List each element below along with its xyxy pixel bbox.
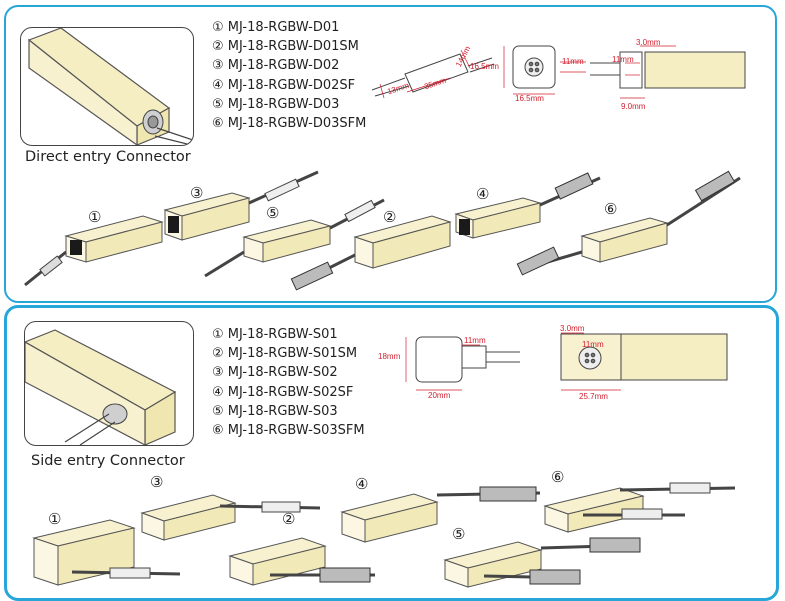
product-number: ① [48, 510, 62, 528]
model-item: ④ MJ-18-RGBW-S02SF [212, 384, 354, 400]
dim-end-width: 25.7mm [579, 392, 608, 401]
model-item: ④ MJ-18-RGBW-D02SF [212, 77, 356, 93]
product-number: ① [88, 208, 102, 226]
product-number: ⑥ [551, 468, 565, 486]
side-entry-caption: Side entry Connector [31, 453, 185, 469]
dim-front-width: 16.5mm [515, 94, 544, 103]
dim-side-top: 3.0mm [636, 38, 661, 47]
direct-model-list: ① MJ-18-RGBW-D01 ② MJ-18-RGBW-D01SM ③ MJ… [212, 18, 366, 133]
product-number: ③ [190, 184, 204, 202]
side-entry-strip-drawing [25, 329, 177, 445]
dim-front-cable: 11mm [562, 57, 584, 66]
model-item: ⑤ MJ-18-RGBW-S03 [212, 403, 338, 419]
dim-front-height: 16.5mm [470, 62, 499, 71]
product-number: ⑤ [452, 525, 466, 543]
model-item: ③ MJ-18-RGBW-D02 [212, 58, 340, 74]
model-item: ⑤ MJ-18-RGBW-D03 [212, 96, 340, 112]
product-number: ⑥ [604, 200, 618, 218]
product-number: ④ [355, 475, 369, 493]
direct-entry-caption: Direct entry Connector [25, 149, 191, 165]
dim-side-height: 18mm [378, 352, 401, 361]
dim-end-height: 11mm [582, 340, 604, 349]
product-number: ③ [150, 473, 164, 491]
direct-entry-illustration [20, 27, 194, 146]
model-item: ③ MJ-18-RGBW-S02 [212, 365, 338, 381]
direct-entry-strip-drawing [27, 28, 193, 145]
model-item: ⑥ MJ-18-RGBW-D03SFM [212, 116, 367, 132]
dim-side-width: 20mm [428, 391, 451, 400]
product-number: ② [383, 208, 397, 226]
model-item: ① MJ-18-RGBW-S01 [212, 327, 338, 342]
product-number: ⑤ [266, 204, 280, 222]
dim-side-height: 11mm [612, 55, 634, 64]
model-item: ⑥ MJ-18-RGBW-S03SFM [212, 423, 365, 439]
dim-side-bottom: 9.0mm [621, 102, 646, 111]
dim-side-cable: 11mm [464, 336, 486, 345]
dim-end-top: 3.0mm [560, 324, 585, 333]
product-number: ② [282, 510, 296, 528]
side-entry-illustration [24, 321, 194, 446]
model-item: ② MJ-18-RGBW-S01SM [212, 346, 358, 362]
model-item: ② MJ-18-RGBW-D01SM [212, 39, 359, 55]
product-number: ④ [476, 185, 490, 203]
side-model-list: ① MJ-18-RGBW-S01 ② MJ-18-RGBW-S01SM ③ MJ… [212, 325, 365, 440]
model-item: ① MJ-18-RGBW-D01 [212, 20, 340, 35]
